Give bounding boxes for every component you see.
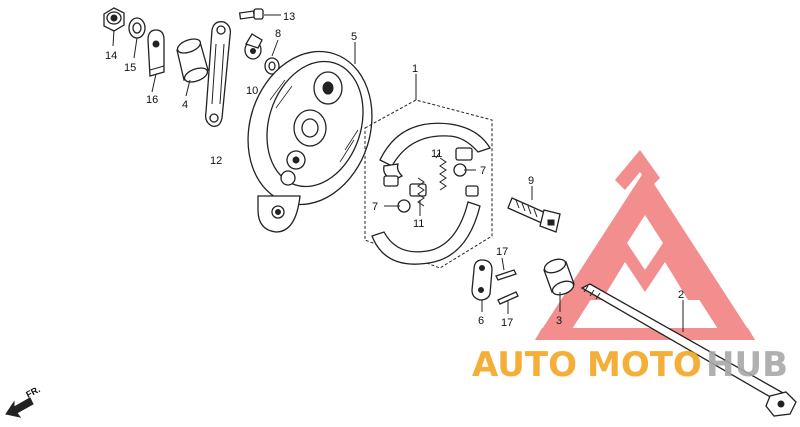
leader-lines bbox=[112, 14, 684, 332]
watermark-triangle-icon bbox=[535, 170, 755, 340]
callout-1: 1 bbox=[412, 63, 418, 75]
callout-9: 9 bbox=[528, 175, 534, 187]
part-adjuster-plate-6 bbox=[471, 259, 493, 301]
watermark-logo bbox=[535, 150, 755, 340]
callout-10: 10 bbox=[246, 85, 258, 97]
part-callouts: 14 15 16 4 13 8 10 5 12 1 11 7 7 11 9 17… bbox=[105, 11, 684, 329]
part-bushing-4 bbox=[176, 38, 209, 83]
callout-12: 12 bbox=[210, 155, 222, 167]
part-pins-17 bbox=[495, 269, 519, 305]
callout-17-lower: 17 bbox=[501, 317, 513, 329]
callout-15: 15 bbox=[124, 62, 136, 74]
part-axle-2 bbox=[580, 283, 797, 417]
part-cam-10 bbox=[244, 33, 263, 60]
callout-4: 4 bbox=[182, 99, 188, 111]
part-brake-panel-5 bbox=[247, 50, 373, 233]
watermark-text-hub: HUB bbox=[706, 345, 788, 385]
watermark-text-moto: MOTO bbox=[587, 345, 702, 385]
callout-17-upper: 17 bbox=[496, 246, 508, 258]
callout-6: 6 bbox=[478, 315, 484, 327]
callout-5: 5 bbox=[351, 31, 357, 43]
part-washer-15 bbox=[128, 17, 146, 39]
callout-11-upper: 11 bbox=[431, 148, 442, 160]
callout-14: 14 bbox=[105, 50, 117, 62]
callout-7-left: 7 bbox=[372, 201, 378, 213]
part-nut-14 bbox=[103, 7, 125, 32]
callout-2: 2 bbox=[678, 289, 684, 301]
watermark-text-auto: AUTO bbox=[472, 345, 577, 385]
part-washer-8 bbox=[264, 57, 280, 75]
watermark-m-icon bbox=[590, 240, 700, 300]
part-brake-shoes-1 bbox=[364, 99, 493, 269]
callout-8: 8 bbox=[275, 28, 281, 40]
front-direction-label: FR. bbox=[24, 384, 41, 400]
part-bolt-13 bbox=[238, 8, 264, 20]
part-torque-link-12 bbox=[204, 21, 232, 127]
watermark-wordmark: AUTO MOTO HUB bbox=[472, 345, 788, 385]
callout-3: 3 bbox=[556, 315, 562, 327]
front-arrow-icon bbox=[5, 397, 34, 418]
part-plate-16 bbox=[147, 29, 165, 77]
callout-16: 16 bbox=[146, 94, 158, 106]
callout-7-right: 7 bbox=[480, 165, 486, 177]
callout-13: 13 bbox=[283, 11, 295, 23]
front-direction-indicator: FR. bbox=[5, 384, 42, 418]
part-brake-cam-9 bbox=[507, 197, 561, 233]
part-collar-3 bbox=[543, 258, 575, 296]
callout-11-lower: 11 bbox=[413, 218, 424, 230]
